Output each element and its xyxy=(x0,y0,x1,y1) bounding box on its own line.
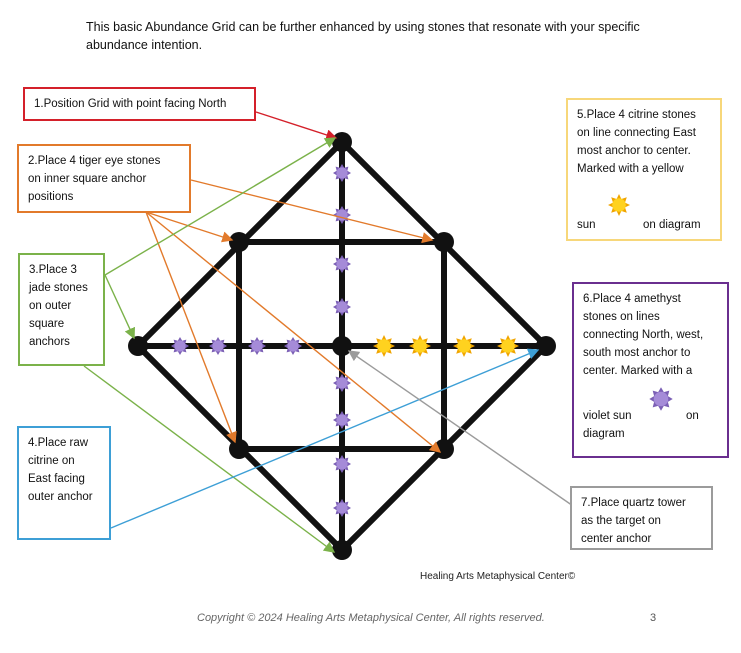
step-7-line: as the target on xyxy=(581,515,661,527)
violet-sun-icon xyxy=(333,411,351,429)
step-5-line: 5.Place 4 citrine stones xyxy=(577,109,696,121)
anchor-points xyxy=(128,132,556,560)
violet-sun-icon xyxy=(171,337,189,355)
arrow-2c xyxy=(145,211,237,444)
step-6-line: south most anchor to xyxy=(583,347,691,359)
step-3-line: on outer xyxy=(29,300,72,312)
step-2-line: on inner square anchor xyxy=(28,173,147,185)
inner-sw-anchor xyxy=(229,439,249,459)
violet-sun-icon xyxy=(333,206,351,224)
arrow-3a xyxy=(104,137,337,276)
step-4-line: outer anchor xyxy=(28,491,93,503)
step-6-violet-word: violet sun xyxy=(583,410,632,422)
violet-sun-icon xyxy=(248,337,266,355)
violet-sun-icon xyxy=(209,337,227,355)
yellow-sun-icon xyxy=(409,335,431,357)
step-4-line: East facing xyxy=(28,473,85,485)
inner-nw-anchor xyxy=(229,232,249,252)
step-3-line: square xyxy=(29,318,65,330)
south-anchor xyxy=(332,540,352,560)
step-5-line: Marked with a yellow xyxy=(577,163,684,175)
violet-sun-icon xyxy=(333,499,351,517)
violet-sun-icon xyxy=(333,455,351,473)
step-5-box: 5.Place 4 citrine stones on line connect… xyxy=(566,98,722,241)
center-anchor xyxy=(332,336,352,356)
step-6-box: 6.Place 4 amethyst stones on lines conne… xyxy=(572,282,729,458)
step-6-diagram-word: diagram xyxy=(583,428,625,440)
step-4-box: 4.Place raw citrine on East facing outer… xyxy=(17,426,111,540)
step-7-line: center anchor xyxy=(581,533,652,545)
step-4-line: citrine on xyxy=(28,455,75,467)
arrow-2d xyxy=(145,211,442,453)
violet-sun-icon xyxy=(333,298,351,316)
inner-ne-anchor xyxy=(434,232,454,252)
step-3-line: jade stones xyxy=(29,282,88,294)
arrow-4 xyxy=(110,348,540,529)
west-anchor xyxy=(128,336,148,356)
step-2-box: 2.Place 4 tiger eye stones on inner squa… xyxy=(17,144,191,213)
step-1-text: 1.Position Grid with point facing North xyxy=(34,98,227,110)
step-3-line: 3.Place 3 xyxy=(29,264,77,276)
step-5-on-diagram: on diagram xyxy=(643,219,701,231)
step-6-line: stones on lines xyxy=(583,311,660,323)
violet-sun-icon xyxy=(649,387,673,411)
yellow-sun-icon xyxy=(497,335,519,357)
arrow-3c xyxy=(83,365,336,553)
step-4-line: 4.Place raw xyxy=(28,437,89,449)
step-2-line: 2.Place 4 tiger eye stones xyxy=(28,155,161,167)
amethyst-markers xyxy=(171,164,351,517)
page-number: 3 xyxy=(650,612,657,624)
arrow-1 xyxy=(255,111,338,141)
yellow-sun-icon xyxy=(453,335,475,357)
step-5-line: most anchor to center. xyxy=(577,145,691,157)
arrow-7 xyxy=(347,350,577,509)
step-2-line: positions xyxy=(28,191,74,203)
step-5-line: on line connecting East xyxy=(577,127,696,139)
step-3-box: 3.Place 3 jade stones on outer square an… xyxy=(18,253,105,366)
step-6-line: center. Marked with a xyxy=(583,365,693,377)
step-7-box: 7.Place quartz tower as the target on ce… xyxy=(570,486,713,550)
violet-sun-icon xyxy=(333,164,351,182)
north-anchor xyxy=(332,132,352,152)
step-6-line: connecting North, west, xyxy=(583,329,704,341)
violet-sun-icon xyxy=(333,255,351,273)
step-7-line: 7.Place quartz tower xyxy=(581,497,686,509)
arrow-2a xyxy=(190,179,434,244)
step-1-box: 1.Position Grid with point facing North xyxy=(23,87,256,121)
copyright-footer: Copyright © 2024 Healing Arts Metaphysic… xyxy=(197,612,545,624)
arrow-2b xyxy=(145,211,234,243)
yellow-sun-icon xyxy=(608,194,630,216)
intro-text: This basic Abundance Grid can be further… xyxy=(86,20,640,52)
step-5-sun-word: sun xyxy=(577,219,596,231)
credit-text: Healing Arts Metaphysical Center© xyxy=(420,571,576,582)
step-6-on: on xyxy=(686,410,699,422)
step-6-line: 6.Place 4 amethyst xyxy=(583,293,681,305)
arrow-3b xyxy=(104,274,135,340)
east-anchor xyxy=(536,336,556,356)
yellow-sun-icon xyxy=(373,335,395,357)
step-3-line: anchors xyxy=(29,336,70,348)
violet-sun-icon xyxy=(284,337,302,355)
